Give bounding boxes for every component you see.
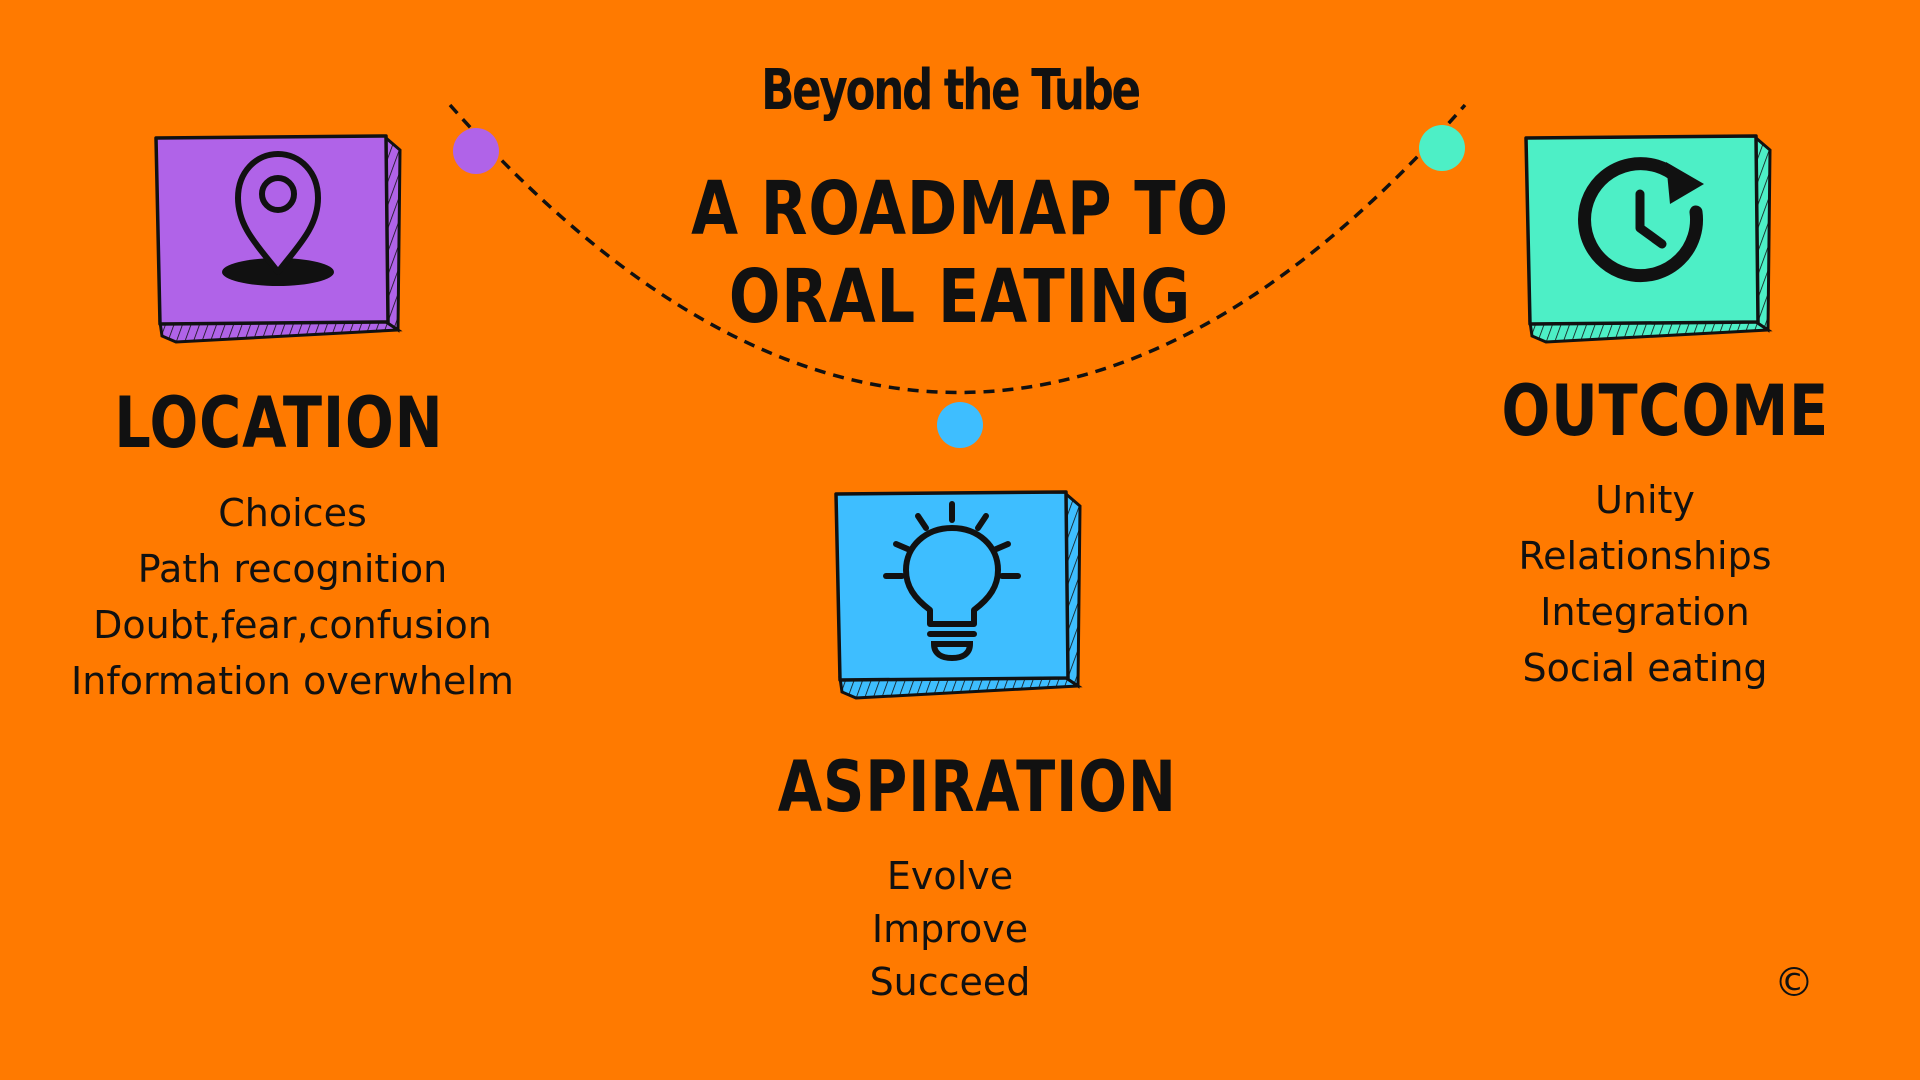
aspiration-item-list: Evolve Improve Succeed <box>800 850 1100 1009</box>
outcome-item: Unity <box>1595 478 1695 522</box>
location-item: Information overwhelm <box>71 659 514 703</box>
title-line-1: A ROADMAP TO <box>691 166 1229 252</box>
outcome-stage-dot <box>1419 125 1465 171</box>
copyright-mark: © <box>1774 960 1814 1006</box>
outcome-card <box>1524 134 1773 344</box>
aspiration-stage-dot <box>937 402 983 448</box>
outcome-item: Integration <box>1540 590 1750 634</box>
title-line-2: ORAL EATING <box>728 254 1192 340</box>
outcome-item: Social eating <box>1522 646 1768 690</box>
location-item: Path recognition <box>137 547 448 591</box>
aspiration-heading: ASPIRATION <box>777 746 1177 828</box>
location-card <box>154 134 403 344</box>
outcome-item-list: Unity Relationships Integration Social e… <box>1490 472 1800 696</box>
outcome-heading: OUTCOME <box>1501 370 1830 452</box>
location-item-list: Choices Path recognition Doubt,fear,conf… <box>50 485 535 709</box>
roadmap-dashed-path <box>448 103 1467 395</box>
clock-refresh-icon <box>1578 157 1704 283</box>
location-stage-dot <box>453 128 499 174</box>
aspiration-card <box>834 490 1083 700</box>
location-item: Choices <box>218 491 367 535</box>
aspiration-item: Succeed <box>869 960 1031 1004</box>
outcome-item: Relationships <box>1518 534 1772 578</box>
aspiration-item: Improve <box>871 907 1029 951</box>
map-pin-icon <box>222 151 334 286</box>
subtitle: Beyond the Tube <box>761 58 1141 123</box>
location-heading: LOCATION <box>114 382 444 464</box>
page-title: A ROADMAP TO ORAL EATING <box>681 165 1239 341</box>
aspiration-item: Evolve <box>886 854 1014 898</box>
lightbulb-icon <box>883 501 1021 662</box>
location-item: Doubt,fear,confusion <box>93 603 492 647</box>
